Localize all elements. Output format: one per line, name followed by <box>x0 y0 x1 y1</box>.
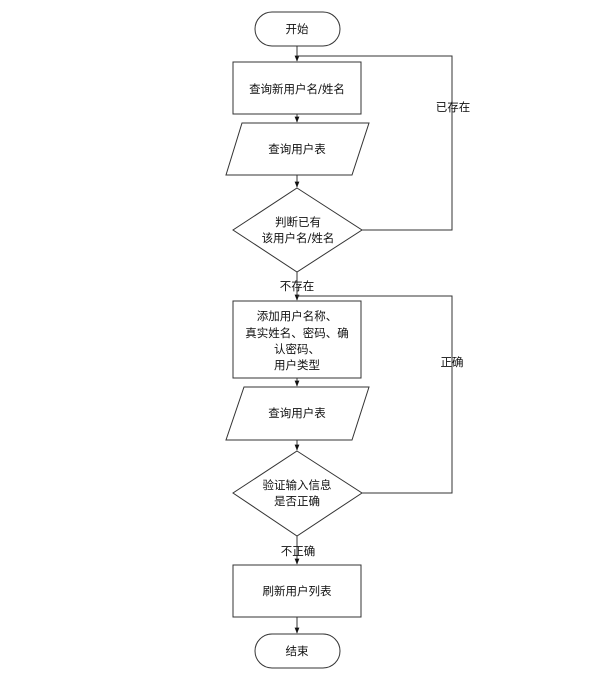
add-info-line2: 真实姓名、密码、确 <box>245 326 349 340</box>
loop-correct-connector <box>297 295 453 494</box>
start-node: 开始 <box>254 11 341 47</box>
refresh-process: 刷新用户列表 <box>232 564 362 618</box>
start-label: 开始 <box>286 22 309 36</box>
add-info-line4: 用户类型 <box>274 358 320 372</box>
add-info-process: 添加用户名称、 真实姓名、密码、确 认密码、 用户类型 <box>232 300 362 379</box>
query-table-io-2: 查询用户表 <box>225 386 370 441</box>
add-info-line1: 添加用户名称、 <box>257 309 338 323</box>
label-incorrect: 不正确 <box>281 544 316 558</box>
end-label: 结束 <box>286 644 309 658</box>
query-table-label-1: 查询用户表 <box>268 142 326 156</box>
label-exists: 已存在 <box>436 100 471 114</box>
decision-valid-line2: 是否正确 <box>274 494 320 508</box>
add-info-line3: 认密码、 <box>274 342 320 356</box>
decision-valid-line1: 验证输入信息 <box>263 478 332 492</box>
refresh-label: 刷新用户列表 <box>263 584 332 598</box>
loop-exists-connector <box>297 55 453 231</box>
query-table-label-2: 查询用户表 <box>268 406 326 420</box>
decision-exists-line1: 判断已有 <box>275 215 321 229</box>
query-table-io-1: 查询用户表 <box>225 122 370 176</box>
label-correct: 正确 <box>441 355 464 369</box>
decision-exists-line2: 该用户名/姓名 <box>262 231 335 245</box>
decision-valid: 验证输入信息 是否正确 <box>232 450 363 537</box>
end-node: 结束 <box>254 633 341 669</box>
query-name-process: 查询新用户名/姓名 <box>232 61 362 115</box>
label-not-exists: 不存在 <box>280 279 315 293</box>
decision-exists: 判断已有 该用户名/姓名 <box>232 187 363 273</box>
query-name-label: 查询新用户名/姓名 <box>249 82 345 96</box>
